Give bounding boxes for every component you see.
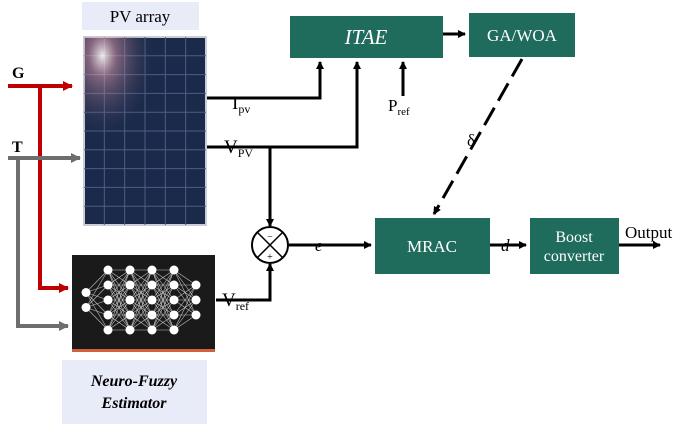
itae-label: ITAE xyxy=(344,25,388,49)
boost-converter-block xyxy=(530,218,619,274)
vpv-label: VPV xyxy=(224,137,253,160)
duty-label: d xyxy=(501,236,510,255)
ipv-label: Ipv xyxy=(232,93,250,116)
pv-array-label: PV array xyxy=(110,7,171,26)
boost-label-line1: Boost xyxy=(555,229,593,246)
pref-label: Pref xyxy=(388,96,410,118)
T-signal-lines xyxy=(8,153,81,331)
output-label: Output xyxy=(625,223,673,242)
input-T-label: T xyxy=(12,139,23,156)
neuro-fuzzy-label-line2: Estimator xyxy=(101,395,168,412)
input-G-label: G xyxy=(12,65,25,82)
signal-wires xyxy=(207,30,661,302)
ga-woa-block xyxy=(469,13,575,57)
pv-array-label-box xyxy=(82,2,199,30)
summing-plus-sign: + xyxy=(267,252,273,263)
error-label: e xyxy=(315,236,323,255)
mrac-block xyxy=(375,218,490,274)
neural-network-image xyxy=(72,255,215,352)
mrac-label: MRAC xyxy=(407,237,457,256)
itae-block xyxy=(290,16,443,58)
G-signal-lines xyxy=(8,81,73,293)
ga-woa-label: GA/WOA xyxy=(487,26,558,45)
neuro-fuzzy-label-box xyxy=(62,360,207,424)
pv-panel-image xyxy=(83,36,207,226)
neuro-fuzzy-label-line1: Neuro-Fuzzy xyxy=(90,373,178,390)
boost-label-line2: converter xyxy=(544,248,605,265)
delta-dashed-link xyxy=(432,58,524,215)
summing-minus-sign: − xyxy=(267,232,273,243)
delta-label: δ xyxy=(467,131,475,150)
summing-junction: − + xyxy=(251,226,289,264)
vref-label: Vref xyxy=(222,290,249,313)
